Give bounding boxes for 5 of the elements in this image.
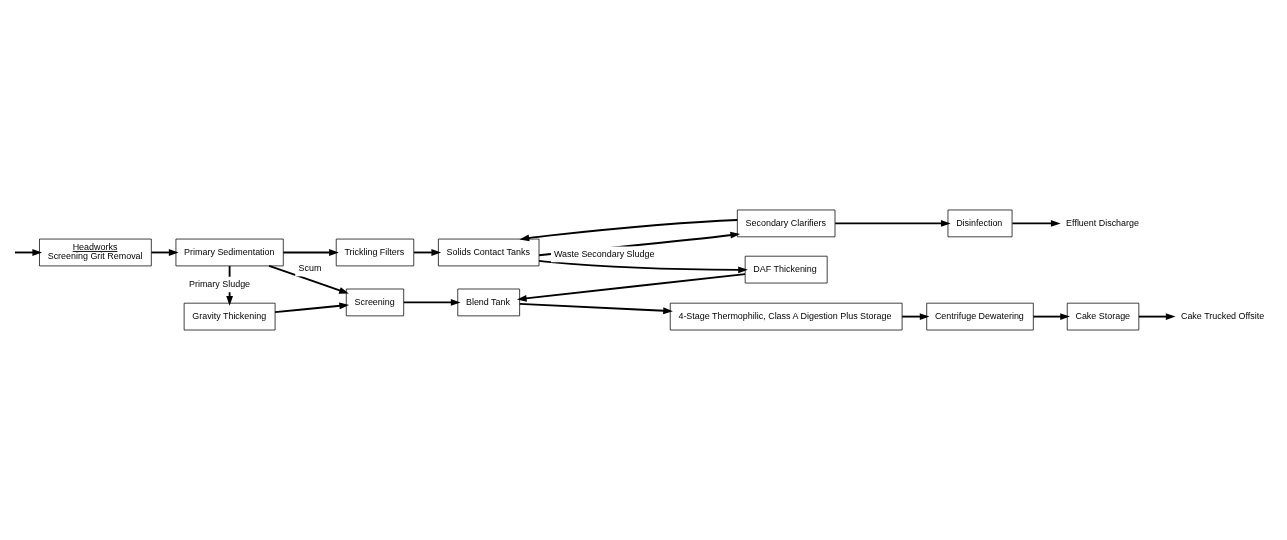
node-text: Effluent Discharge xyxy=(1066,217,1139,228)
edge-label: Scum xyxy=(298,263,322,274)
edge-label: Waste Secondary Sludge xyxy=(553,249,655,260)
edge-label: Primary Sludge xyxy=(188,279,251,290)
node-text: Cake Trucked Offsite xyxy=(1180,310,1265,321)
